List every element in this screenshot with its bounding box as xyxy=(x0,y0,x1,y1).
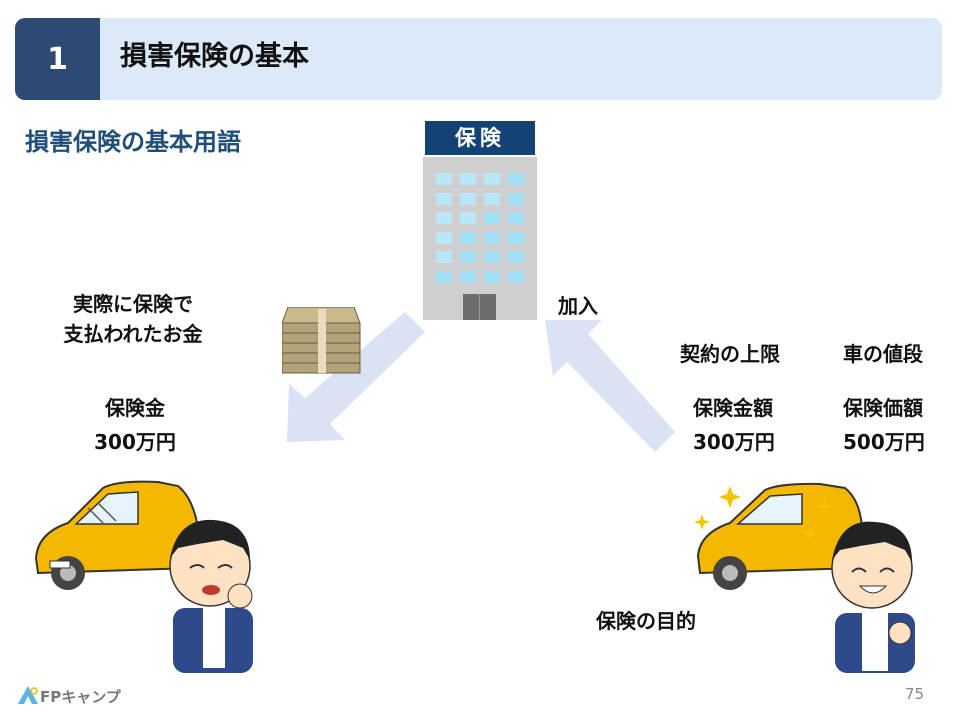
insurance-building-icon xyxy=(423,157,537,320)
insured-value-term: 保険価額 xyxy=(843,396,923,420)
payout-description-line2: 支払われたお金 xyxy=(63,322,203,346)
join-arrow xyxy=(545,320,675,452)
slide-title: 損害保険の基本 xyxy=(120,41,309,72)
page-number: 75 xyxy=(905,685,925,703)
fp-camp-logo: FPキャンプ xyxy=(40,688,121,706)
sparkle-icon xyxy=(694,486,833,540)
fp-camp-logo-icon xyxy=(18,686,38,704)
contract-limit-label: 契約の上限 xyxy=(680,342,780,366)
car-price-label: 車の値段 xyxy=(843,342,923,366)
insurance-company-label: 保険 xyxy=(425,121,535,155)
new-car-illustration xyxy=(694,482,915,673)
insured-value-amount: 500万円 xyxy=(843,430,925,454)
crying-person-icon xyxy=(169,519,253,673)
damaged-car-illustration xyxy=(34,480,253,673)
section-number: 1 xyxy=(15,18,100,100)
payout-description-line1: 実際に保険で xyxy=(73,292,193,316)
slide-header: 1 損害保険の基本 xyxy=(15,18,942,100)
insurance-payout-amount: 300万円 xyxy=(94,430,176,454)
insurance-purpose-label: 保険の目的 xyxy=(596,609,696,633)
smiling-person-icon xyxy=(831,521,915,673)
money-stack-icon xyxy=(282,307,361,374)
join-label: 加入 xyxy=(558,294,598,318)
insurance-payout-term: 保険金 xyxy=(105,396,165,420)
payout-arrow xyxy=(287,312,425,442)
section-subtitle: 損害保険の基本用語 xyxy=(25,128,241,156)
insured-amount-term: 保険金額 xyxy=(693,396,773,420)
insured-amount-value: 300万円 xyxy=(693,430,775,454)
